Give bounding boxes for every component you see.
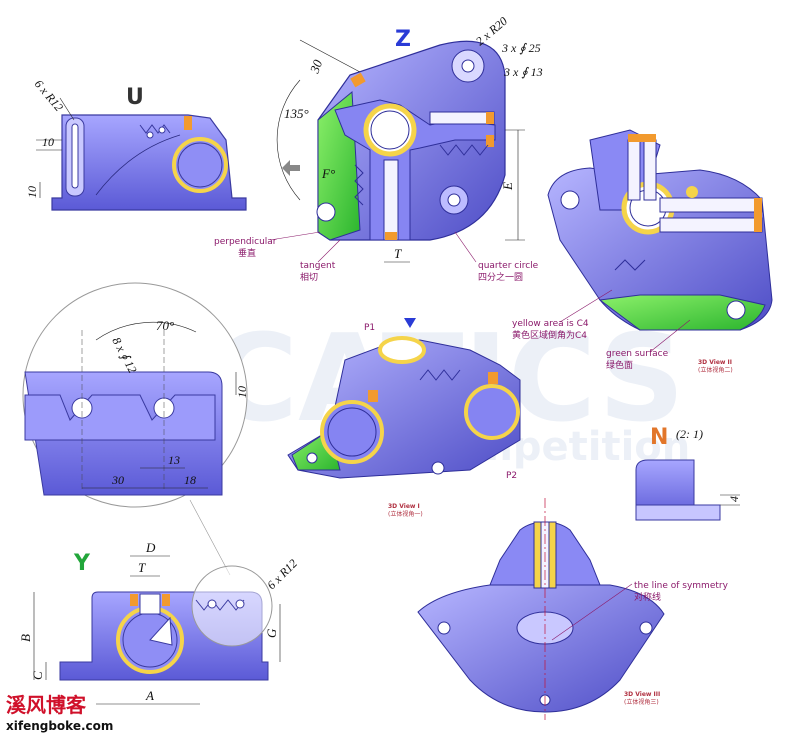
view-3d-i: P1 P2 3D View I (立体视角一) [287,318,521,518]
annotation-tangent-en: tangent [300,261,336,271]
view-y-dim-c: C [30,671,45,680]
annotation-perpendicular-en: perpendicular [214,237,277,247]
view-u-dim-top: 10 [42,135,54,149]
view-i-label-cn: (立体视角一) [388,510,423,518]
detail-dim-30: 30 [111,473,124,487]
branding-cn: 溪风博客 [6,693,87,717]
view-z-dim-d13: 3 x ∮ 13 [503,65,543,79]
view-y-dim-radius: 6 x R12 [264,556,300,592]
annotation-green-cn: 绿色面 [606,359,633,371]
view-u-title: U [126,85,144,110]
detail-view: 70° 8 x ∮ 12 10 13 30 18 [22,282,249,576]
branding-url: xifengboke.com [6,719,113,733]
annotation-tangent-cn: 相切 [300,271,318,283]
view-n-scale: (2: 1) [676,427,703,441]
view-z: Z E T 135° 30 F° 2 x R20 3 x ∮ 25 3 x ∮ … [214,14,543,283]
view-ii-label-cn: (立体视角二) [698,366,733,374]
view-3d-ii: yellow area is C4 黄色区域倒角为C4 green surfac… [512,129,773,374]
view-z-title: Z [395,27,411,52]
view-y-dim-b: B [18,634,33,642]
annotation-perpendicular-cn: 垂直 [238,247,256,259]
annotation-quarter-cn: 四分之一圆 [478,271,523,283]
view-3d-iii: the line of symmetry 对称线 3D View III (立体… [417,498,729,720]
view-u-dim-side: 10 [25,186,39,198]
view-y-dim-a: A [145,688,154,703]
view-i-label: 3D View I [388,503,420,510]
view-iii-label: 3D View III [624,691,660,698]
view-iii-label-cn: (立体视角三) [624,698,659,706]
annotation-green-en: green surface [606,349,669,359]
annotation-p1: P1 [364,323,375,333]
view-u-dim-radius: 6 x R12 [32,77,66,114]
annotation-symmetry-en: the line of symmetry [634,581,729,591]
view-y-title: Y [73,551,91,576]
annotation-symmetry-cn: 对称线 [634,591,661,603]
arrow-icon [282,160,300,176]
view-z-dim-e: E [500,182,515,191]
view-z-dim-30: 30 [306,57,325,76]
view-y-dim-t: T [138,560,146,575]
view-y: Y D T 6 x R12 B C A G [18,540,300,705]
view-ii-label: 3D View II [698,359,732,366]
view-z-dim-d25: 3 x ∮ 25 [501,41,541,55]
branding: 溪风博客 xifengboke.com [6,693,113,733]
annotation-yellow-cn: 黄色区域倒角为C4 [512,329,587,341]
view-z-dim-t: T [394,246,402,261]
view-z-dim-135: 135° [284,106,309,121]
view-n-dim-4: 4 [727,496,741,502]
arrow-down-icon [404,318,416,328]
view-z-dim-f: F° [321,166,335,181]
view-y-dim-d: D [145,540,156,555]
view-n-title: N [650,425,668,450]
view-y-dim-g: G [264,628,279,638]
annotation-yellow-en: yellow area is C4 [512,319,589,329]
detail-dim-70: 70° [156,318,174,333]
annotation-p2: P2 [506,471,517,481]
detail-dim-18: 18 [184,473,196,487]
detail-dim-13: 13 [168,453,180,467]
annotation-quarter-en: quarter circle [478,261,539,271]
view-n: N (2: 1) 4 [635,425,741,521]
view-u: U 10 10 6 x R12 [25,77,247,211]
detail-dim-10: 10 [235,386,249,398]
